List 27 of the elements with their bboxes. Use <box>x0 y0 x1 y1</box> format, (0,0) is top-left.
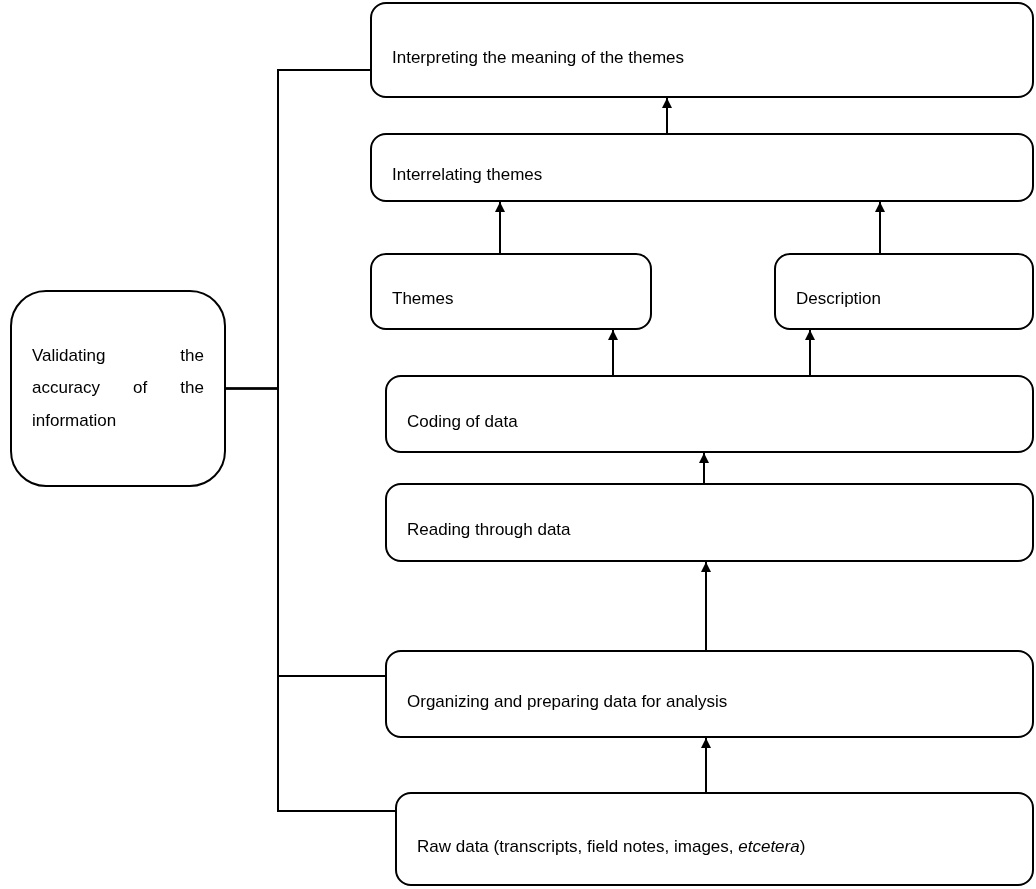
connector-line <box>225 387 396 812</box>
arrow <box>701 561 711 651</box>
box-label: Reading through data <box>407 519 572 542</box>
arrow <box>875 201 885 254</box>
box-label: Organizing and preparing data for analysis <box>407 690 729 713</box>
arrow <box>495 201 505 254</box>
box-label: Raw data (transcripts, field notes, images, etcetera) <box>417 835 807 858</box>
box-label: Interpreting the meaning of the themes <box>392 46 685 69</box>
arrow <box>701 737 711 793</box>
process-box <box>385 375 1034 453</box>
process-box <box>395 792 1034 886</box>
box-label: Interrelating themes <box>392 164 544 187</box>
process-box <box>385 650 1034 738</box>
process-box <box>385 483 1034 562</box>
arrow <box>699 452 709 484</box>
process-box <box>774 253 1034 330</box>
process-box <box>370 133 1034 202</box>
arrow <box>662 97 672 134</box>
arrow <box>805 329 815 376</box>
process-box <box>370 2 1034 98</box>
process-box <box>370 253 652 330</box>
arrow <box>608 329 618 376</box>
process-box <box>10 290 226 487</box>
box-label: Validating the accuracy of the information <box>32 345 204 432</box>
box-label: Description <box>796 288 883 311</box>
box-label: Themes <box>392 288 455 311</box>
box-label: Coding of data <box>407 410 519 433</box>
